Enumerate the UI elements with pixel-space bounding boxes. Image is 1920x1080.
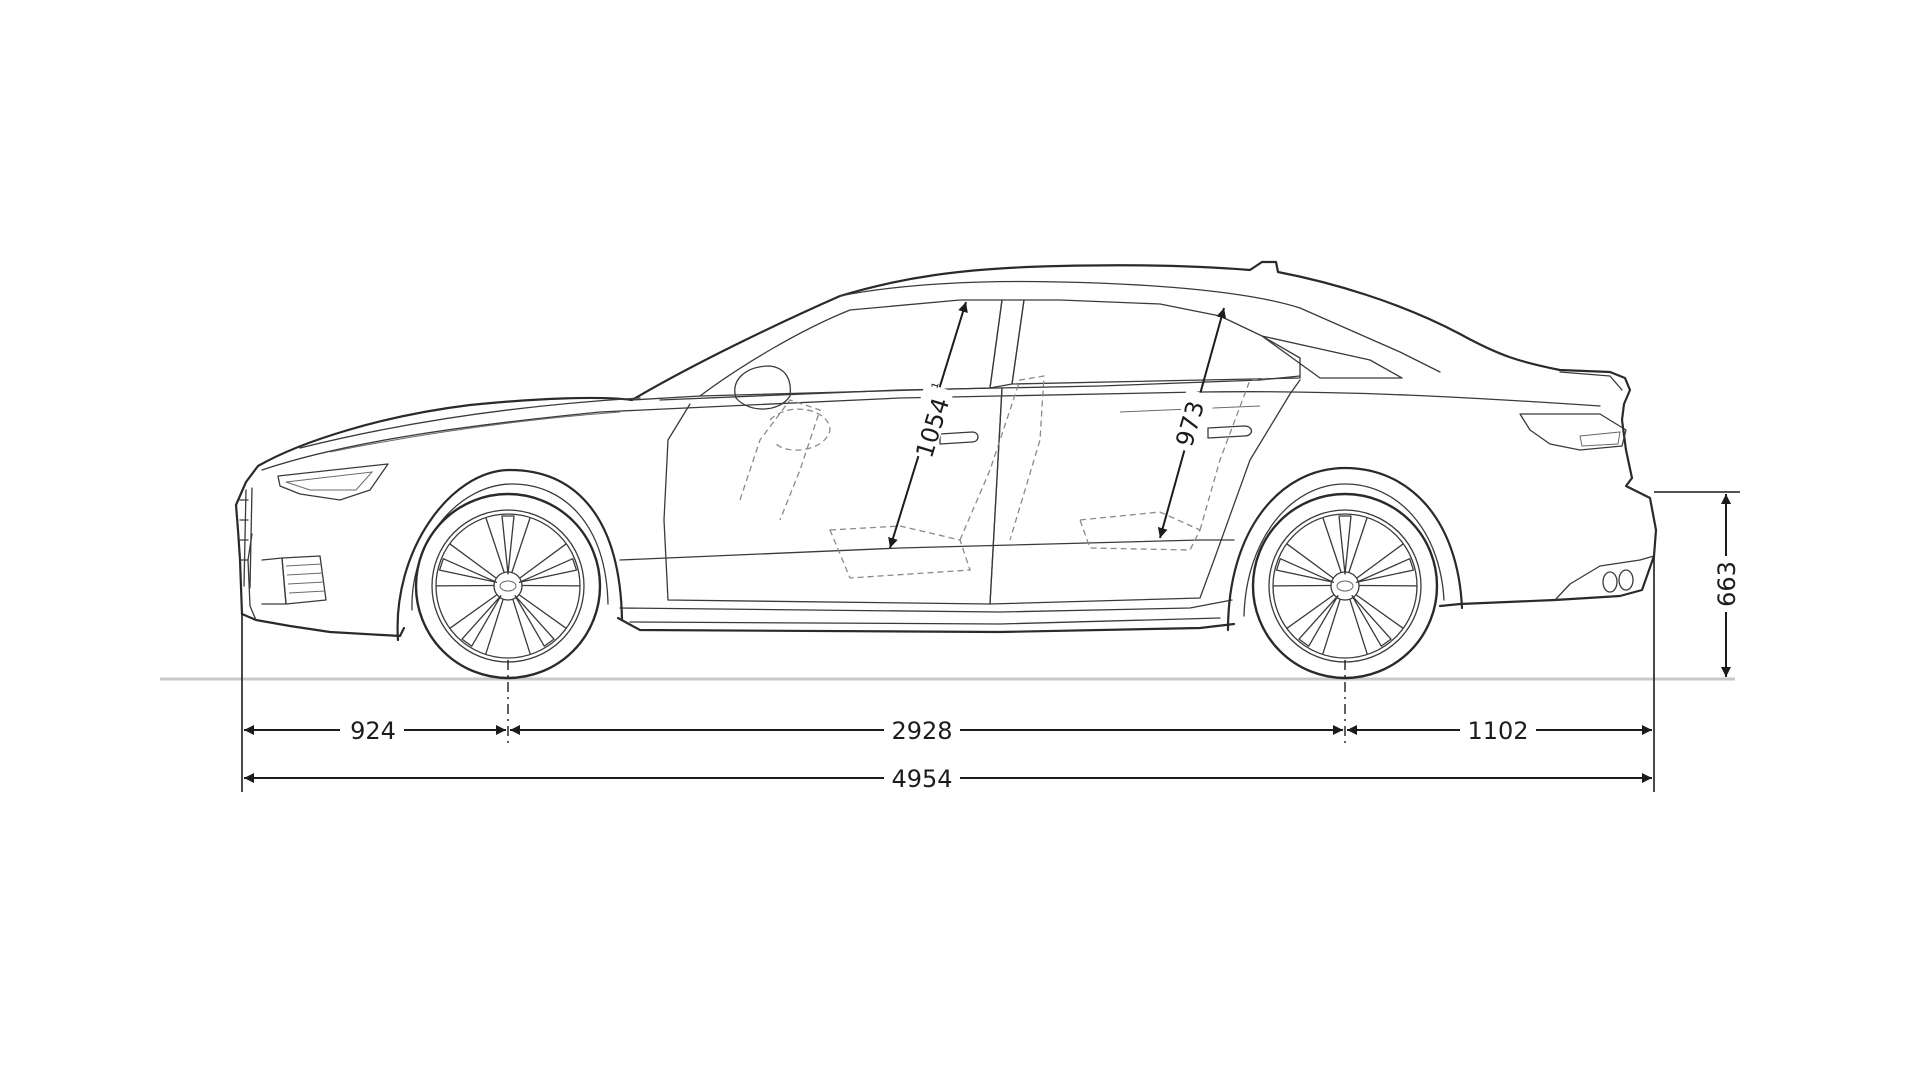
front-seat-back bbox=[739, 399, 821, 521]
exhaust-tips bbox=[1602, 569, 1634, 593]
front-air-intake bbox=[261, 555, 327, 605]
front-splitter bbox=[247, 533, 257, 621]
front-wheel-arch bbox=[396, 468, 624, 642]
rear-seat-base bbox=[1079, 511, 1201, 551]
rear-bumper bbox=[1438, 602, 1462, 608]
front-headroom-label: 1054 bbox=[911, 395, 956, 462]
rear-overhang-label: 1102 bbox=[1467, 717, 1528, 745]
car-body-outline bbox=[234, 260, 1658, 616]
sill-line bbox=[619, 599, 1233, 613]
car-side-view bbox=[234, 260, 1658, 680]
rear-arch-inner bbox=[1243, 483, 1445, 617]
headlight-inner bbox=[285, 471, 374, 491]
rocker-panel bbox=[616, 616, 1236, 634]
overall-length-label: 4954 bbox=[891, 765, 952, 793]
rear-door-handle bbox=[1207, 425, 1253, 439]
lower-character-line bbox=[619, 539, 1235, 561]
front-headroom-footnote: ¹ bbox=[928, 380, 948, 392]
sill-height-label: 663 bbox=[1713, 561, 1741, 607]
headlight bbox=[277, 463, 389, 501]
hood-line bbox=[299, 397, 641, 449]
front-door-handle bbox=[939, 431, 979, 445]
roof-inner-line bbox=[839, 280, 1441, 373]
side-mirror bbox=[734, 365, 792, 410]
trunk-spoiler bbox=[1559, 371, 1623, 391]
hood-crease bbox=[329, 411, 621, 453]
interior-seats bbox=[739, 375, 1271, 579]
rear-wheel-arch bbox=[1226, 466, 1464, 632]
front-seat-base bbox=[829, 525, 971, 579]
rear-diffuser bbox=[1554, 555, 1655, 601]
front-seat-back-2 bbox=[959, 375, 1045, 541]
rear-wheel bbox=[1251, 492, 1439, 680]
b-pillar bbox=[989, 299, 1025, 389]
front-overhang-label: 924 bbox=[350, 717, 396, 745]
rear-door bbox=[989, 379, 1301, 605]
quarter-window bbox=[1261, 335, 1403, 379]
steering-wheel bbox=[769, 408, 831, 451]
a-pillar bbox=[631, 395, 701, 401]
wheelbase-label: 2928 bbox=[891, 717, 952, 745]
taillight-inner bbox=[1579, 431, 1621, 447]
rear-window bbox=[1011, 299, 1301, 385]
front-wheel bbox=[414, 492, 602, 680]
taillight bbox=[1519, 413, 1627, 451]
front-bumper bbox=[240, 612, 406, 638]
front-window bbox=[699, 299, 1003, 397]
rear-headroom-label: 973 bbox=[1171, 398, 1211, 450]
sill-line-2 bbox=[629, 617, 1221, 625]
rear-seat-back bbox=[1199, 377, 1271, 531]
dimension-lines: 924 2928 1102 4954 663 1054 ¹ 973 bbox=[241, 301, 1741, 793]
front-grille bbox=[239, 487, 253, 589]
